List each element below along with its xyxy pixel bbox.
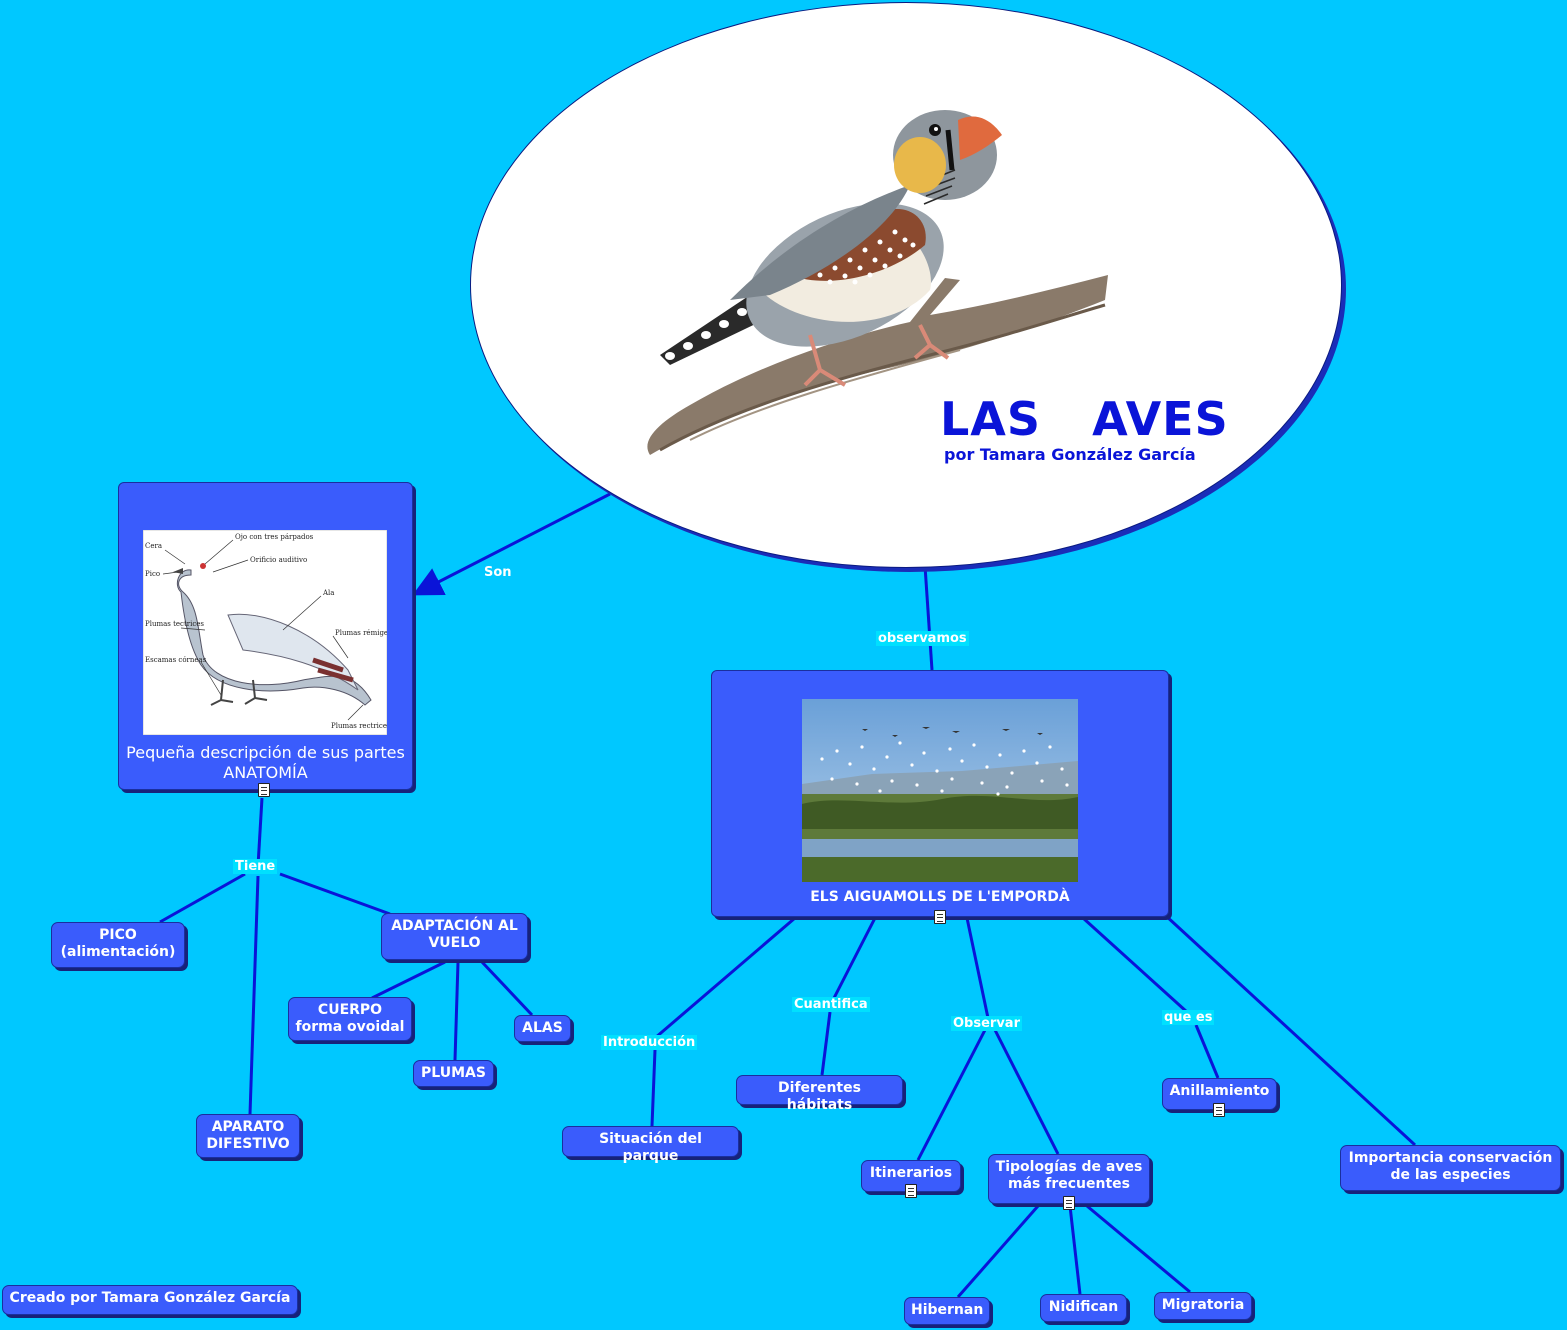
node-hibernan[interactable]: Hibernan [904,1297,990,1325]
label-plumas-remige: Plumas rémige [335,629,387,637]
anatomy-caption-line1: Pequeña descripción de sus partes [126,743,405,762]
map-subtitle: por Tamara González García [944,445,1196,464]
node-tipologias[interactable]: Tipologías de aves más frecuentes [988,1154,1150,1204]
link-tipo-migratoria [1086,1204,1191,1294]
link-aigua-quees [1081,916,1189,1014]
link-label-que-es: que es [1162,1010,1215,1025]
wetland-birds-photo [802,699,1078,882]
node-plumas[interactable]: PLUMAS [413,1060,494,1087]
anatomy-caption-line2: ANATOMÍA [223,763,308,782]
itinerarios-document-icon[interactable] [905,1184,917,1198]
map-title: LAS AVES [940,392,1229,446]
node-situacion-parque[interactable]: Situación del parque [562,1126,739,1164]
link-adapt-alas [480,960,534,1017]
link-tipo-hibernan [956,1205,1040,1298]
label-cera: Cera [145,542,162,550]
label-ala: Ala [322,589,334,597]
pigeon-anatomy-diagram: Cera Ojo con tres párpados Orificio audi… [143,530,387,735]
anatomy-document-icon[interactable] [258,783,270,797]
link-tipo-nidifican [1068,1205,1082,1295]
anillamiento-document-icon[interactable] [1213,1103,1225,1117]
label-orificio: Orificio auditivo [250,556,307,564]
link-adapt-plumas [453,961,460,1061]
link-label-tiene: Tiene [233,859,278,874]
link-aigua-importancia [1163,913,1417,1147]
link-tiene-pico [159,872,246,924]
tipologias-document-icon[interactable] [1063,1196,1075,1210]
label-pico: Pico [145,570,160,578]
node-pico[interactable]: PICO (alimentación) [51,922,185,968]
node-diferentes-habitats[interactable]: Diferentes hábitats [736,1075,903,1113]
node-cuerpo[interactable]: CUERPO forma ovoidal [288,997,412,1041]
label-escamas: Escamas córneas [145,656,207,664]
link-intro-situacion [650,1049,657,1127]
link-label-introduccion: Introducción [601,1035,698,1050]
label-plumas-tectrices: Plumas tectrices [145,620,204,628]
aiguamolls-caption: ELS AIGUAMOLLS DE L'EMPORDÀ [810,889,1070,905]
link-observamos [923,565,934,671]
aiguamolls-document-icon[interactable] [934,910,946,924]
link-cuantifica-habitats [820,1011,832,1076]
link-quees-anillamiento [1194,1024,1220,1079]
anatomy-concept[interactable]: Cera Ojo con tres párpados Orificio audi… [118,482,413,790]
link-aigua-intro [654,916,796,1040]
label-plumas-rectrices: Plumas rectrices [331,722,387,730]
link-aigua-cuantifica [831,917,877,1001]
node-creado-por[interactable]: Creado por Tamara González García [2,1285,298,1315]
link-label-observar: Observar [951,1016,1022,1031]
node-alas[interactable]: ALAS [514,1015,571,1042]
link-observar-tipologias [993,1029,1060,1155]
link-anatomy-tiene [256,797,264,867]
aiguamolls-concept[interactable]: ELS AIGUAMOLLS DE L'EMPORDÀ [711,670,1169,917]
node-migratoria[interactable]: Migratoria [1154,1292,1252,1320]
link-aigua-observar [965,917,990,1019]
link-son [412,492,611,596]
node-adaptacion-vuelo[interactable]: ADAPTACIÓN AL VUELO [381,913,528,960]
link-label-observamos: observamos [876,631,969,646]
node-nidifican[interactable]: Nidifican [1040,1294,1127,1322]
link-label-son: Son [484,565,512,580]
node-aparato-digestivo[interactable]: APARATO DIFESTIVO [196,1114,300,1158]
node-importancia-conservacion[interactable]: Importancia conservación de las especies [1340,1145,1561,1191]
link-tiene-aparato [248,875,260,1115]
label-ojo: Ojo con tres párpados [235,533,314,541]
link-observar-itinerarios [916,1029,987,1161]
link-label-cuantifica: Cuantifica [792,997,870,1012]
link-tiene-adaptacion [279,872,391,916]
link-adapt-cuerpo [371,960,446,1000]
zebra-finch-illustration [647,110,1108,455]
